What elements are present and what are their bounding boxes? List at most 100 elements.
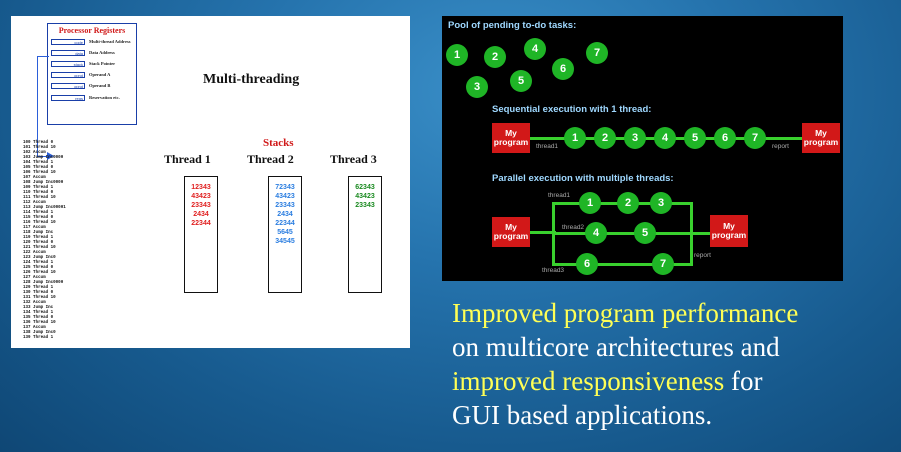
stack-value: 23343 [191, 202, 211, 209]
instruction-line: 136 Thread 10 [23, 321, 56, 325]
par-node: 6 [576, 253, 598, 275]
instruction-line: 110 Thread 0 [23, 191, 54, 195]
seq-node: 1 [564, 127, 586, 149]
pointer-line [37, 56, 49, 57]
instruction-line: 105 Thread 0 [23, 166, 54, 170]
register-row: code Multi-thread Address [51, 38, 130, 45]
instruction-line: 108 Jump Inc0000 [23, 181, 64, 185]
task-node: 1 [446, 44, 468, 66]
stack-value: 34545 [275, 238, 295, 245]
text-line: on multicore architectures and [452, 332, 780, 362]
instruction-line: 128 Jump Inc0000 [23, 281, 64, 285]
register-label: Operand A [89, 72, 111, 77]
register-label: Data Address [89, 50, 115, 55]
instruction-line: 106 Thread 10 [23, 171, 56, 175]
text-line: GUI based applications. [452, 400, 713, 430]
instruction-line: 101 Thread 10 [23, 146, 56, 150]
thread-label-small: thread3 [542, 267, 565, 274]
register-row: opnd Operand B [51, 82, 110, 89]
stack-value: 22344 [275, 220, 295, 227]
text-line: improved responsiveness for [452, 364, 897, 398]
register-row: regs Reservation etc. [51, 94, 120, 101]
my-program-box: My program [802, 123, 840, 153]
processor-registers-box: Processor Registers code Multi-thread Add… [47, 23, 137, 125]
instruction-line: 124 Thread 1 [23, 261, 54, 265]
register-cell: code [51, 38, 85, 45]
seq-node: 5 [684, 127, 706, 149]
instruction-line: 137 Accum [23, 326, 46, 330]
instruction-line: 120 Thread 0 [23, 241, 54, 245]
task-node: 6 [552, 58, 574, 80]
stacks-label: Stacks [263, 137, 294, 149]
seq-node: 6 [714, 127, 736, 149]
instruction-line: 125 Thread 0 [23, 266, 54, 270]
register-label: Operand B [89, 83, 111, 88]
instruction-line: 135 Thread 0 [23, 316, 54, 320]
thread-label-small: thread1 [536, 143, 559, 150]
task-node: 4 [524, 38, 546, 60]
register-label: Reservation etc. [89, 95, 120, 100]
multithreading-figure: Processor Registers code Multi-thread Add… [11, 16, 410, 348]
figure-title: Multi-threading [203, 72, 300, 87]
instruction-line: 104 Thread 1 [23, 161, 54, 165]
stack-value: 43423 [275, 193, 295, 200]
branch-line [552, 232, 712, 235]
register-cell: opnd [51, 82, 85, 89]
instruction-line: 118 Jump Inc [23, 231, 54, 235]
seq-node: 7 [744, 127, 766, 149]
task-execution-diagram: Pool of pending to-do tasks: 1 2 3 4 5 6… [442, 16, 843, 281]
instruction-line: 116 Thread 10 [23, 221, 56, 225]
stack-value: 2434 [277, 211, 293, 218]
task-node: 2 [484, 46, 506, 68]
instruction-line: 109 Thread 1 [23, 186, 54, 190]
highlight-text: improved responsiveness [452, 366, 725, 396]
seq-node: 2 [594, 127, 616, 149]
thread-label: Thread 2 [247, 152, 294, 166]
stack-value: 22344 [191, 220, 211, 227]
instruction-line: 100 Thread 0 [23, 141, 54, 145]
par-node: 5 [634, 222, 656, 244]
register-cell: stack [51, 60, 85, 67]
instruction-line: 112 Accum [23, 201, 46, 205]
register-label: Stack Pointer [89, 61, 116, 66]
report-label: report [694, 252, 711, 259]
seq-node: 3 [624, 127, 646, 149]
register-label: Multi-thread Address [89, 39, 131, 44]
par-node: 3 [650, 192, 672, 214]
sequential-title: Sequential execution with 1 thread: [492, 104, 652, 115]
instruction-line: 119 Thread 1 [23, 236, 54, 240]
report-label: report [772, 143, 789, 150]
instruction-line: 123 Jump Inc0 [23, 256, 56, 260]
thread-label-small: thread2 [562, 224, 585, 231]
instruction-line: 113 Jump Inc00001 [23, 206, 66, 210]
task-node: 7 [586, 42, 608, 64]
thread-stack: 12343 43423 23343 2434 22344 [184, 176, 218, 293]
instruction-line: 131 Thread 10 [23, 296, 56, 300]
stack-value: 72343 [275, 184, 295, 191]
registers-title: Processor Registers [58, 26, 126, 35]
parallel-title: Parallel execution with multiple threads… [492, 173, 674, 184]
par-node: 2 [617, 192, 639, 214]
pointer-line [37, 156, 49, 157]
branch-line [530, 231, 556, 234]
instruction-line: 139 Thread 1 [23, 336, 54, 340]
register-cell: regs [51, 94, 85, 101]
instruction-line: 117 Accum [23, 226, 46, 230]
my-program-box: My program [492, 217, 530, 247]
stack-value: 43423 [191, 193, 211, 200]
thread-label: Thread 3 [330, 152, 377, 166]
my-program-box: My program [710, 215, 748, 247]
stack-value: 2434 [193, 211, 209, 218]
stack-value: 43423 [355, 193, 375, 200]
instruction-line: 133 Jump Inc [23, 306, 54, 310]
stack-value: 12343 [191, 184, 211, 191]
par-node: 4 [585, 222, 607, 244]
stack-value: 23343 [355, 202, 375, 209]
instruction-line: 111 Thread 10 [23, 196, 56, 200]
